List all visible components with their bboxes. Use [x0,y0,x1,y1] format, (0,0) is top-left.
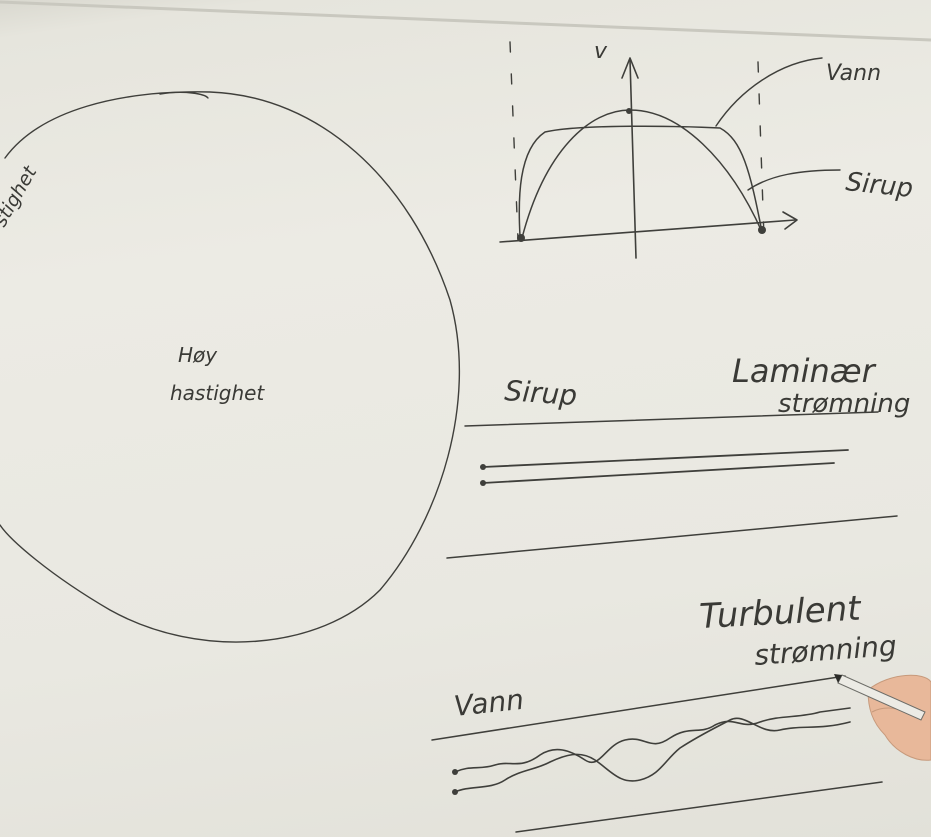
circle-center-label-1: Høy [178,343,218,367]
left-wall-point [517,234,525,242]
circle-top-left-label: stighet [0,161,42,230]
velocity-profile-plot [499,41,841,259]
water-curve-label: Vann [826,61,881,86]
pipe-wall-left [509,41,519,241]
laminar-streamline-1 [482,449,849,468]
y-axis-arrow [621,57,639,79]
water-pointer-line [715,57,823,127]
x-axis-arrow [782,211,798,230]
turbulent-streamline-2 [454,717,851,793]
laminar-streamline-2 [482,462,835,484]
turbulent-flow-sketch [431,675,883,833]
laminar-pipe-bottom [446,515,898,559]
cross-section-circle [0,91,461,643]
syrup-curve-label: Sirup [844,167,914,204]
y-axis-label: v [594,39,608,64]
peak-point [626,108,632,114]
turbulent-fluid-label: Vann [452,683,525,723]
laminar-flow-sketch [446,411,898,559]
right-wall-point [758,226,766,234]
x-axis [499,219,796,243]
turbulent-streamline-1 [454,707,851,773]
turbulent-title-1: Turbulent [698,589,863,637]
syrup-pointer-line [747,169,841,191]
marker-icon [834,674,926,721]
board-top-edge [0,0,931,42]
water-profile-curve [518,125,763,237]
laminar-pipe-top [464,411,879,427]
y-axis [629,59,637,259]
pipe-wall-right [757,61,765,239]
laminar-fluid-label: Sirup [504,374,579,412]
turbulent-pipe-bottom [515,781,883,833]
turbulent-pipe-top [431,675,846,741]
laminar-title-1: Laminær [732,352,877,390]
circle-center-label-2: hastighet [170,381,265,405]
turbulent-title-2: strømning [753,629,897,672]
